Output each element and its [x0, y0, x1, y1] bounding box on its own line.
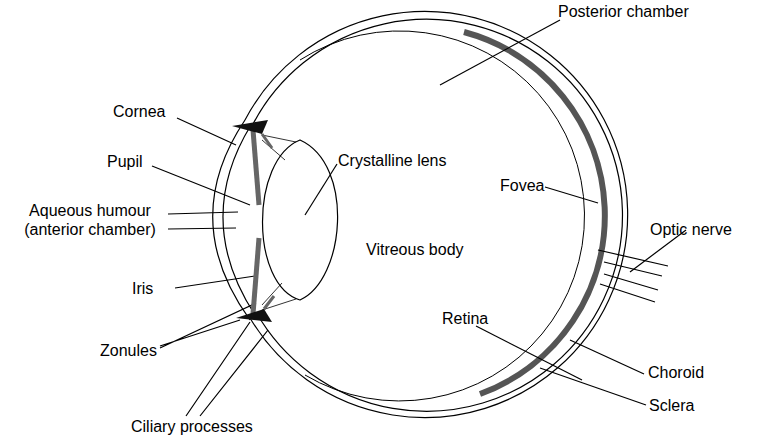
leader-line	[570, 340, 644, 374]
part-label: Vitreous body	[366, 240, 464, 259]
leader-line	[168, 212, 238, 229]
part-label: Iris	[132, 279, 153, 298]
leader-line	[160, 303, 256, 348]
leader-line	[305, 164, 337, 215]
iris-upper	[253, 130, 259, 205]
leader-line	[152, 166, 250, 205]
sclera-outline	[245, 12, 628, 418]
part-label: Zonules	[100, 341, 157, 360]
part-label: Fovea	[500, 176, 544, 195]
leader-line	[175, 276, 255, 288]
leader-line	[440, 20, 560, 85]
crystalline-lens	[263, 140, 338, 300]
part-label: Cornea	[113, 102, 165, 121]
part-label: Posterior chamber	[558, 2, 689, 21]
part-label: Retina	[442, 309, 488, 328]
leader-line	[540, 368, 646, 405]
part-label: Ciliary processes	[131, 417, 253, 436]
part-label: Choroid	[648, 363, 704, 382]
leader-line	[545, 187, 598, 203]
leader-line	[476, 326, 582, 380]
part-label: Aqueous humour (anterior chamber)	[12, 201, 168, 239]
choroid-band	[464, 32, 605, 394]
ciliary-body	[236, 309, 272, 322]
leader-line	[186, 322, 268, 416]
cornea-inner	[223, 125, 255, 315]
part-label: Optic nerve	[650, 220, 732, 239]
iris-lower	[253, 238, 259, 314]
zonule-fibres	[262, 135, 296, 310]
cornea-outer	[213, 120, 250, 320]
ciliary-body	[232, 120, 268, 134]
leader-line	[177, 118, 236, 145]
ciliary-process	[262, 134, 274, 309]
part-label: Sclera	[649, 396, 694, 415]
part-label: Crystalline lens	[338, 151, 446, 170]
retina-line	[300, 31, 585, 401]
optic-nerve	[598, 250, 668, 302]
sclera-inner	[252, 19, 622, 411]
part-label: Pupil	[107, 152, 143, 171]
